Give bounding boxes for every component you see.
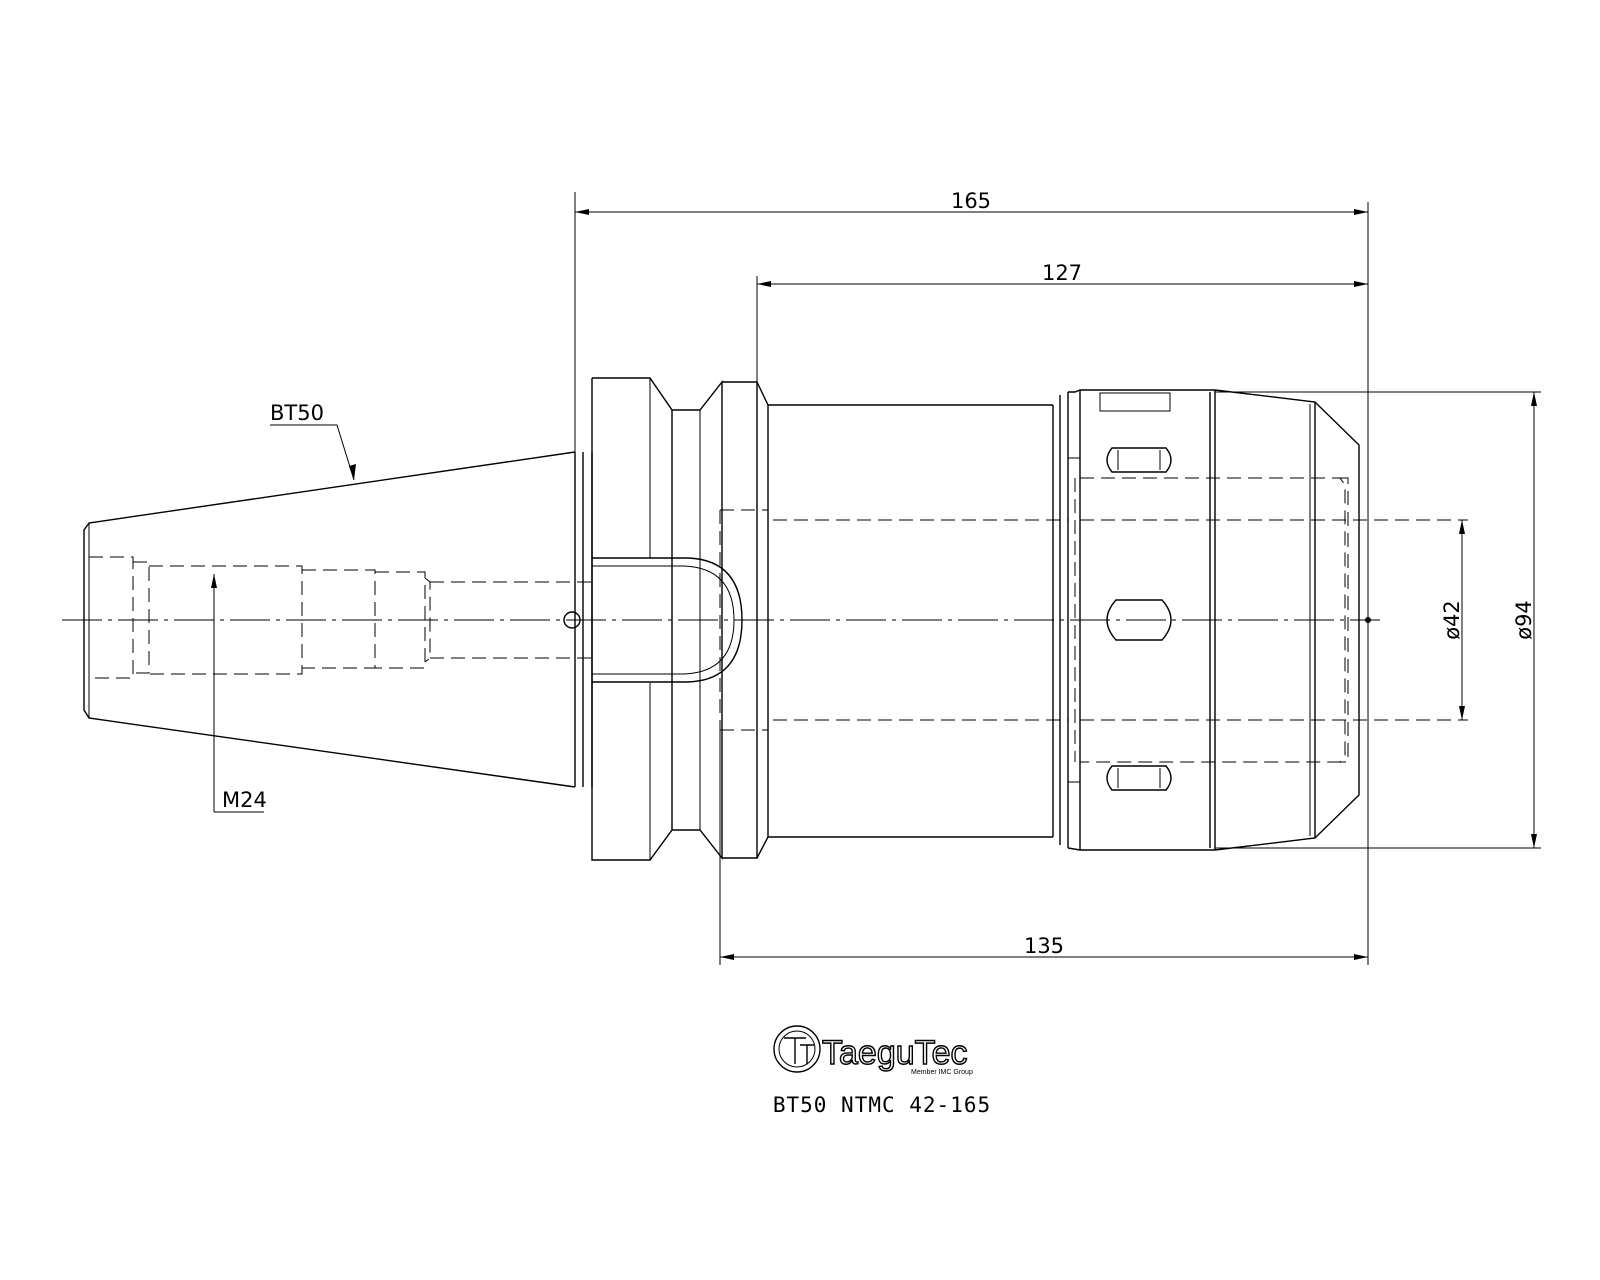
cross-hole bbox=[563, 611, 581, 629]
part-number: BT50 NTMC 42-165 bbox=[773, 1093, 991, 1117]
svg-text:M24: M24 bbox=[222, 788, 267, 812]
dimension-diameter-42: ø42 bbox=[1440, 519, 1468, 721]
dimension-165: 165 bbox=[574, 189, 1369, 620]
svg-text:135: 135 bbox=[1024, 934, 1064, 958]
svg-text:ø42: ø42 bbox=[1440, 600, 1464, 640]
svg-text:TaeguTec: TaeguTec bbox=[822, 1034, 968, 1072]
svg-text:165: 165 bbox=[951, 189, 991, 213]
svg-text:127: 127 bbox=[1042, 261, 1082, 285]
svg-text:ø94: ø94 bbox=[1512, 600, 1536, 640]
svg-text:Member IMC Group: Member IMC Group bbox=[911, 1069, 973, 1076]
svg-text:BT50: BT50 bbox=[270, 401, 324, 425]
body bbox=[719, 392, 1069, 848]
taegutec-logo: TaeguTec Member IMC Group bbox=[773, 1025, 973, 1076]
dimension-diameter-94: ø94 bbox=[1215, 391, 1541, 849]
label-m24: M24 bbox=[211, 574, 267, 813]
dimension-135: 135 bbox=[719, 620, 1369, 965]
clamping-nut bbox=[1067, 389, 1468, 851]
taper-shank bbox=[83, 451, 593, 788]
dimension-127: 127 bbox=[756, 261, 1368, 382]
flange bbox=[591, 377, 769, 861]
label-bt50: BT50 bbox=[270, 401, 356, 481]
